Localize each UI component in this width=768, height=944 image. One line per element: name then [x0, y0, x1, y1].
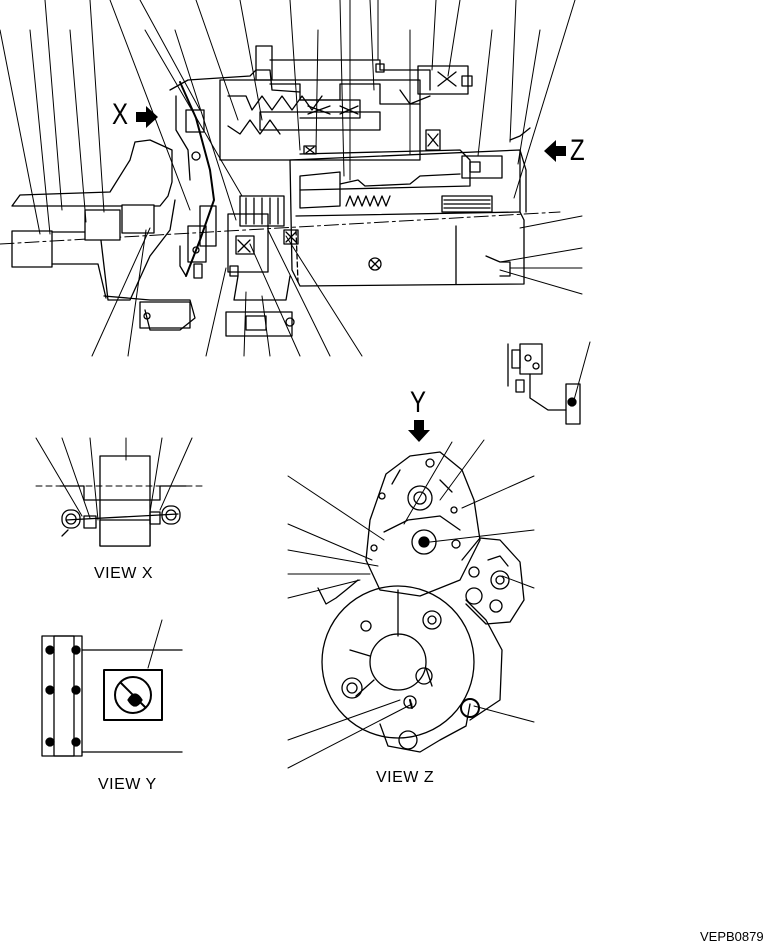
- arrow-x-icon: [136, 106, 158, 128]
- brush-holder: [461, 155, 503, 179]
- view-z-drawing: [287, 439, 535, 769]
- solenoid-plunger: [259, 111, 381, 131]
- arrow-x-label: X: [112, 98, 129, 131]
- view-x-drawing: [35, 437, 207, 547]
- switch-terminals: [461, 537, 525, 625]
- arrow-y-label: Y: [410, 386, 427, 419]
- mounting-plate: [225, 311, 293, 337]
- solenoid-body: [219, 79, 421, 161]
- commutator: [441, 195, 493, 213]
- direction-arrows: [136, 106, 566, 442]
- view-z-caption: VIEW Z: [376, 769, 435, 786]
- view-y-drawing: [41, 619, 183, 757]
- overrunning-clutch: [227, 213, 269, 273]
- leader-lines-bottom: [91, 215, 583, 357]
- terminal-bolt: [417, 65, 469, 95]
- reference-code: VEPB0879: [700, 929, 764, 944]
- armature: [299, 171, 341, 209]
- no-water-symbol-icon: [114, 676, 152, 714]
- main-cutaway-view: [0, 45, 561, 337]
- mounting-foot: [379, 703, 471, 753]
- field-coil-top: [299, 149, 471, 191]
- arrow-z-icon: [544, 140, 566, 162]
- rear-bracket: [485, 255, 511, 277]
- terminal-lead: [509, 127, 531, 141]
- solenoid-coil: [269, 83, 421, 105]
- end-cap: [11, 230, 53, 268]
- yoke-body: [321, 585, 475, 739]
- arrow-y-icon: [408, 420, 430, 442]
- view-y-caption: VIEW Y: [98, 776, 157, 793]
- yoke-screw: [368, 257, 382, 271]
- arrow-z-label: Z: [570, 134, 585, 167]
- motor-yoke: [289, 149, 525, 287]
- mount-foot: [139, 301, 191, 329]
- terminal-detail: [507, 341, 591, 425]
- solenoid-terminal: [255, 45, 273, 81]
- rear-cover: [365, 451, 481, 597]
- caution-plate: [103, 669, 163, 721]
- pinion-housing: [11, 139, 173, 207]
- leader-lines-top: [0, 0, 576, 235]
- view-x-caption: VIEW X: [94, 565, 154, 582]
- drive-pinion: [84, 209, 121, 241]
